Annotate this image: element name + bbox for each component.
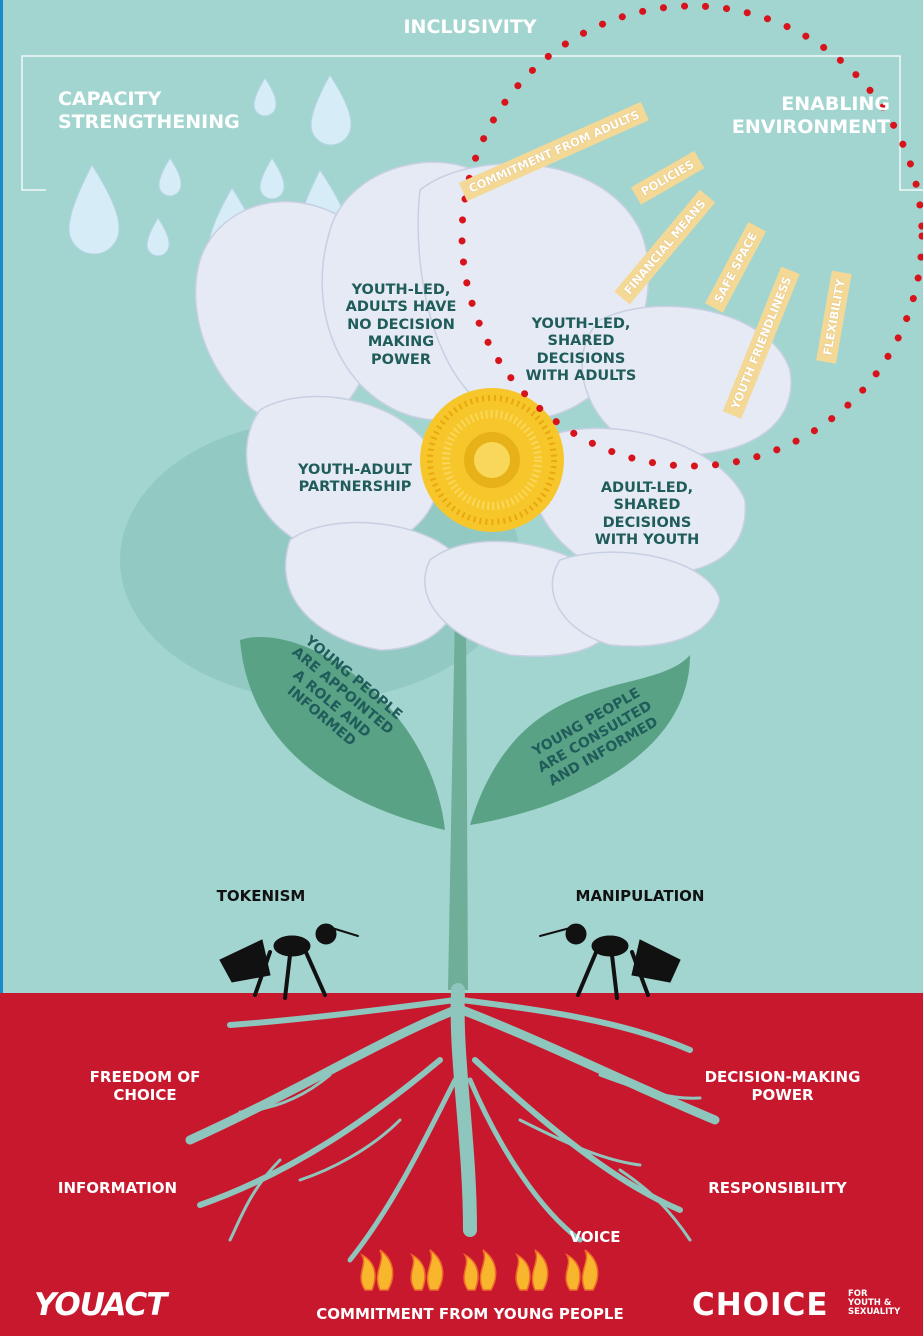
root-voice: VOICE <box>555 1228 635 1246</box>
manipulation-label: MANIPULATION <box>560 887 720 905</box>
root-information: INFORMATION <box>45 1179 190 1197</box>
tokenism-label: TOKENISM <box>196 887 326 905</box>
stem <box>448 610 468 990</box>
ant-right-icon <box>540 924 680 998</box>
root-commitment-young-people: COMMITMENT FROM YOUNG PEOPLE <box>300 1305 640 1323</box>
flames-icon <box>361 1250 598 1290</box>
inclusivity-label: INCLUSIVITY <box>380 16 560 39</box>
ant-left-icon <box>220 924 358 998</box>
choice-logo: CHOICE <box>692 1287 829 1323</box>
root-responsibility: RESPONSIBILITY <box>700 1179 855 1197</box>
youact-logo: YOUACT <box>34 1287 166 1323</box>
roots <box>190 990 715 1260</box>
